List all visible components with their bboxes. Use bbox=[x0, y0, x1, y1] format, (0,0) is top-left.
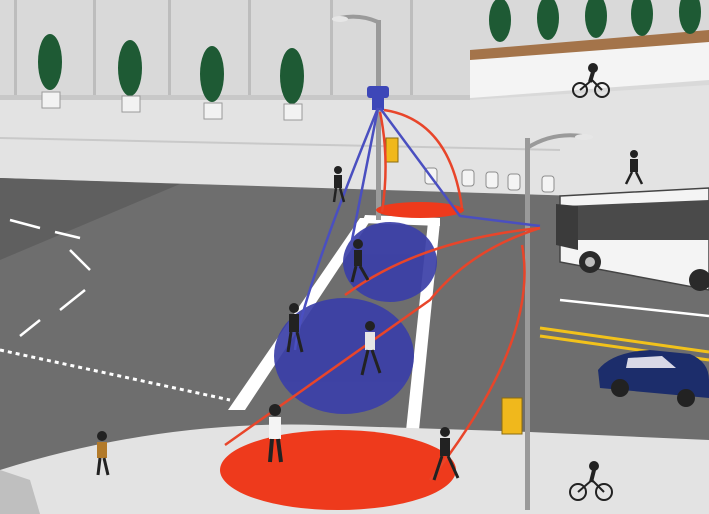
intersection-scene bbox=[0, 0, 709, 514]
scene-canvas bbox=[0, 0, 709, 514]
